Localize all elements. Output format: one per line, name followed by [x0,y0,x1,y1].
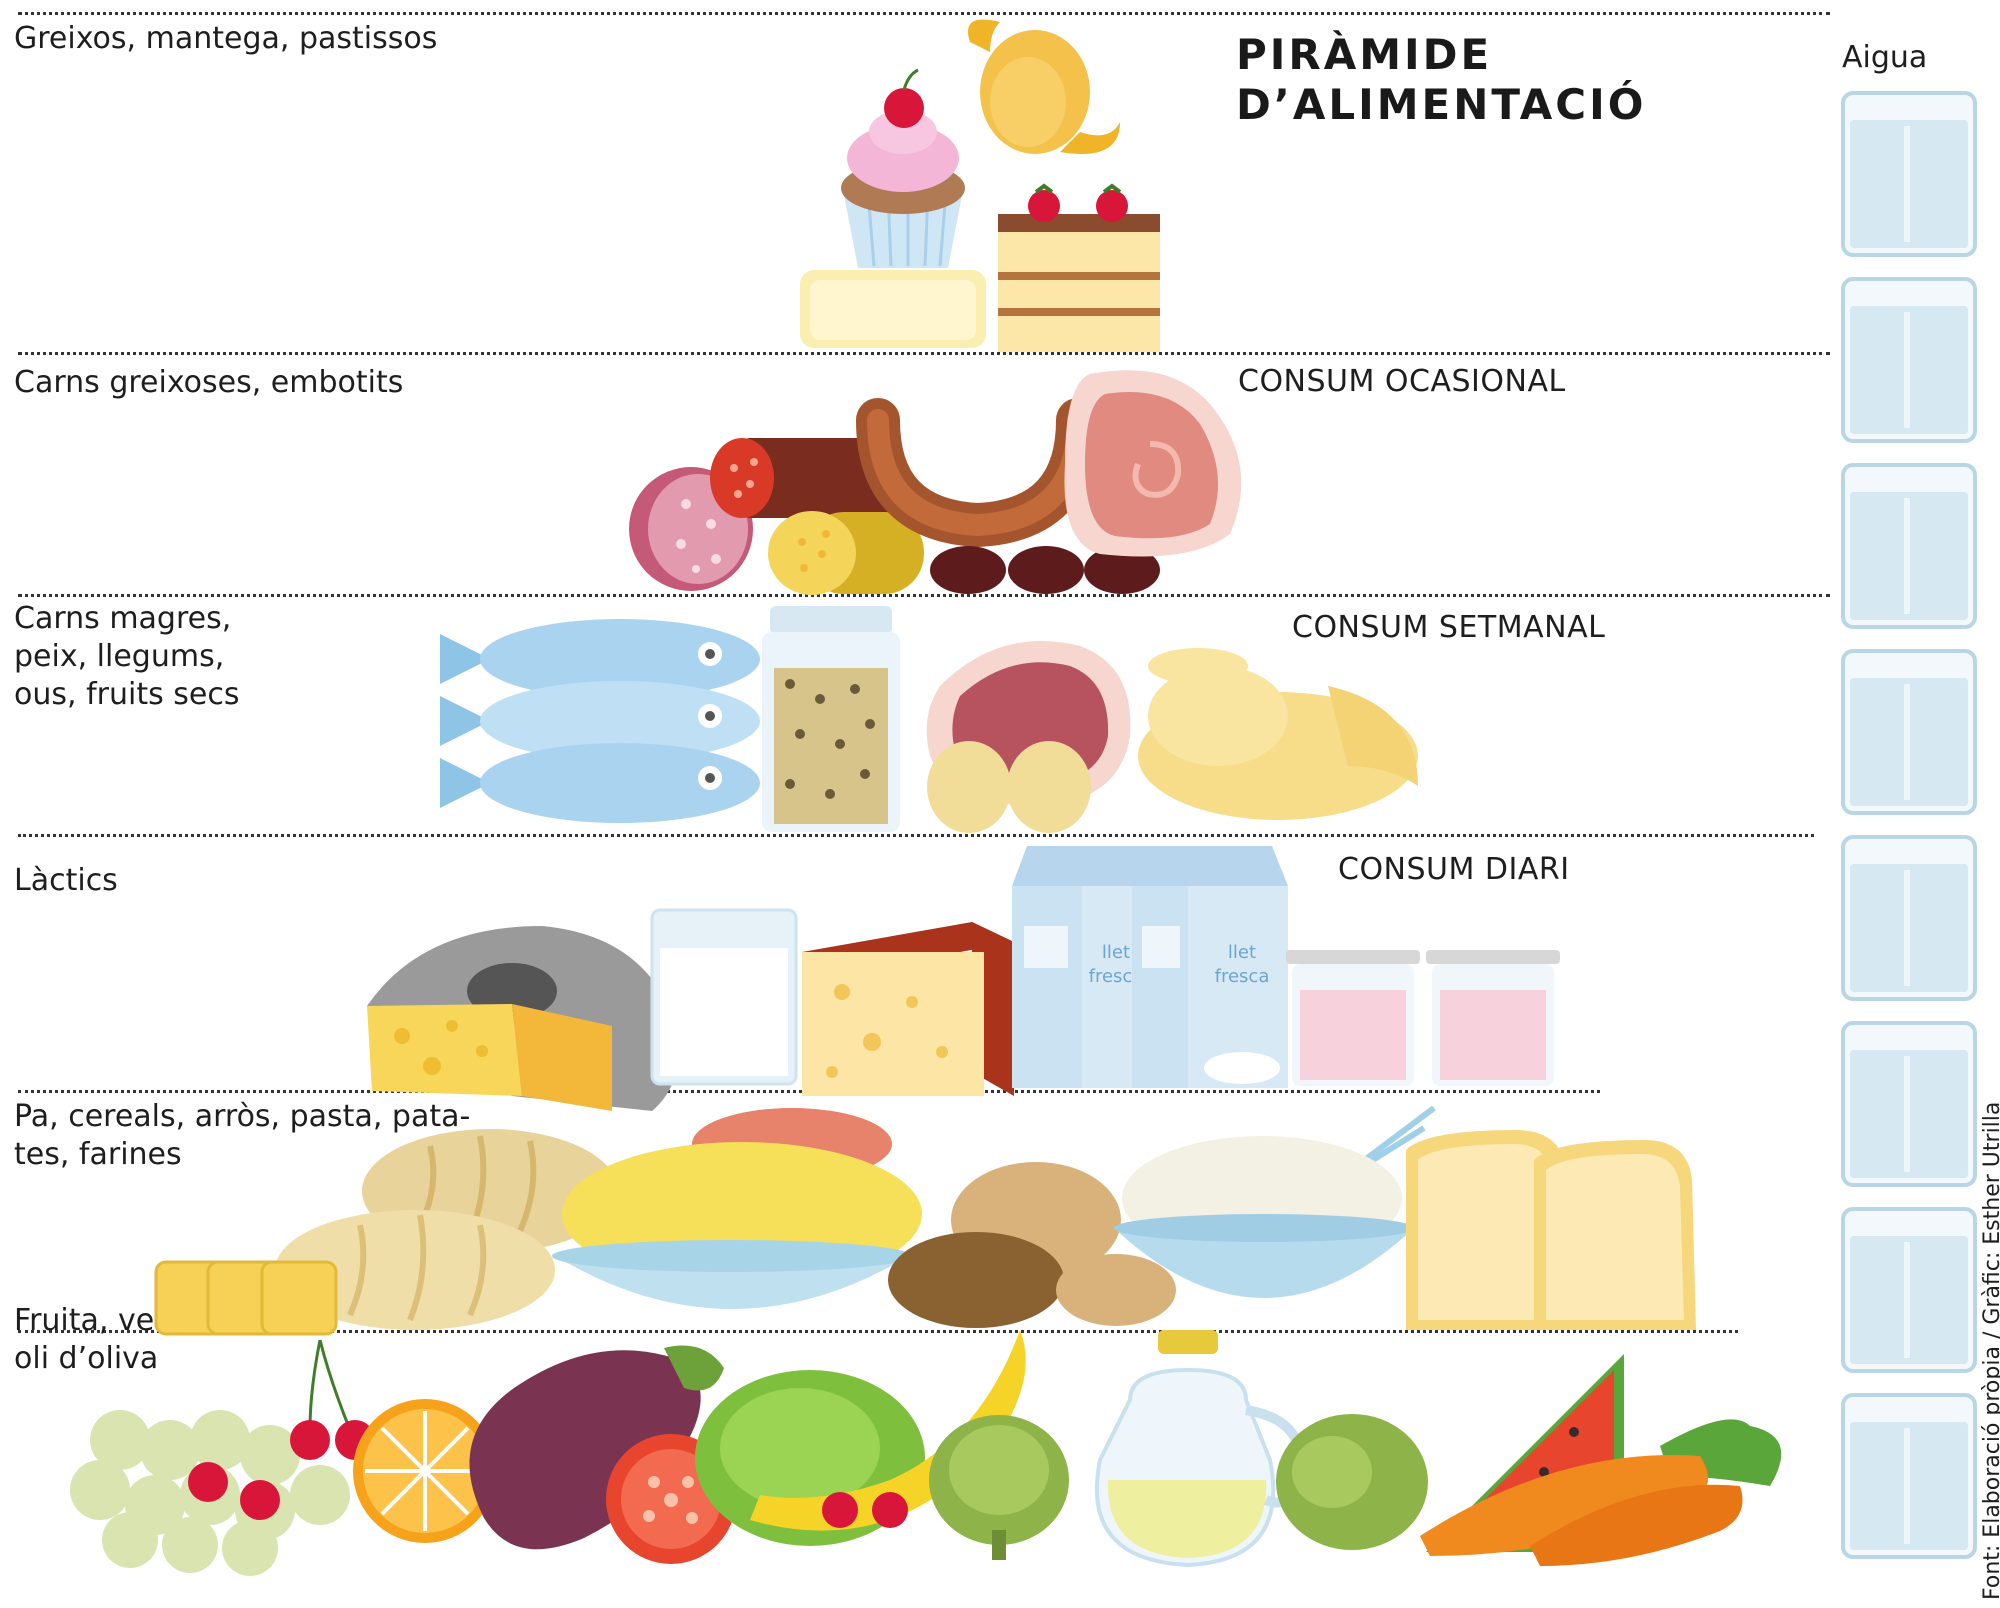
level-label-dairy: Làctics [14,863,118,898]
layer-cake-icon [998,183,1160,352]
croissant-icon [968,19,1120,154]
cheese-block-icon [802,922,1014,1096]
cheese-wheel-icon [367,926,681,1111]
cherries-icon [188,1339,375,1520]
consum-setmanal-label: CONSUM SETMANAL [1292,610,1606,645]
credit-text: Font: Elaboració pròpia / Gràfic: Esther… [1980,1101,2000,1600]
consum-diari-label: CONSUM DIARI [1338,852,1570,887]
butter-icon [800,270,986,348]
fish-icon [440,619,760,823]
roast-chicken-icon [1138,648,1418,820]
level-divider-5 [18,1330,1738,1333]
level-divider-top [18,12,1830,15]
pasta-bowl-icon [552,1108,922,1309]
consum-ocasional-label: CONSUM OCASIONAL [1238,364,1566,399]
water-glass-icon [1841,91,1977,257]
water-glass-icon [1841,649,1977,815]
artichoke-icon [929,1415,1069,1560]
level-divider-1 [18,352,1830,355]
milk-carton-2-icon: llet fresca [1132,846,1288,1088]
bread-baguette-icon [275,1210,555,1330]
water-glass-icon [1841,1021,1977,1187]
milk-carton-2-text-line2: fresca [1215,966,1270,987]
mortadella-icon [768,511,924,595]
level-label-fats: Greixos, mantega, pastissos [14,21,438,56]
potatoes-icon [888,1162,1176,1328]
crackers-icon [154,1260,338,1336]
level-divider-3 [18,834,1814,837]
yogurt-icon [1286,950,1420,1086]
level-label-cereals: Pa, cereals, arròs, pasta, pata- tes, fa… [14,1099,471,1172]
sliced-bread-icon [1406,1130,1696,1330]
water-glass-icon [1841,1393,1977,1559]
water-glass-icon [1841,463,1977,629]
cupcake-icon [841,68,965,268]
page-title: PIRÀMIDE D’ALIMENTACIÓ [1236,30,1647,129]
level-divider-2 [18,594,1830,597]
milk-carton-2-text-line1: llet [1228,942,1256,963]
carrot-icon [1420,1419,1782,1566]
chorizo-icon [710,438,890,518]
eggs-icon [927,741,1091,833]
ham-icon [1064,370,1242,557]
milk-carton-text-line2: fresca [1089,966,1144,987]
water-glass-icon [1841,835,1977,1001]
water-glass-icon [1841,1207,1977,1373]
small-sausages-icon [930,546,1160,594]
milk-carton-text-line1: llet [1102,942,1130,963]
broccoli-icon [1276,1414,1428,1550]
orange-slice-icon [353,1399,497,1543]
olive-oil-jug-icon [1094,1330,1307,1568]
milk-glass-icon [650,908,798,1086]
water-glass-icon [1841,277,1977,443]
rice-bowl-icon [1114,1105,1436,1298]
legume-jar-icon [762,606,900,832]
level-label-fatty-meats: Carns greixoses, embotits [14,365,404,400]
water-label: Aigua [1842,40,1928,75]
eggplant-icon [469,1345,724,1550]
yogurt-2-icon [1426,950,1560,1086]
level-label-lean-meats: Carns magres, peix, llegums, ous, fruits… [14,601,240,712]
